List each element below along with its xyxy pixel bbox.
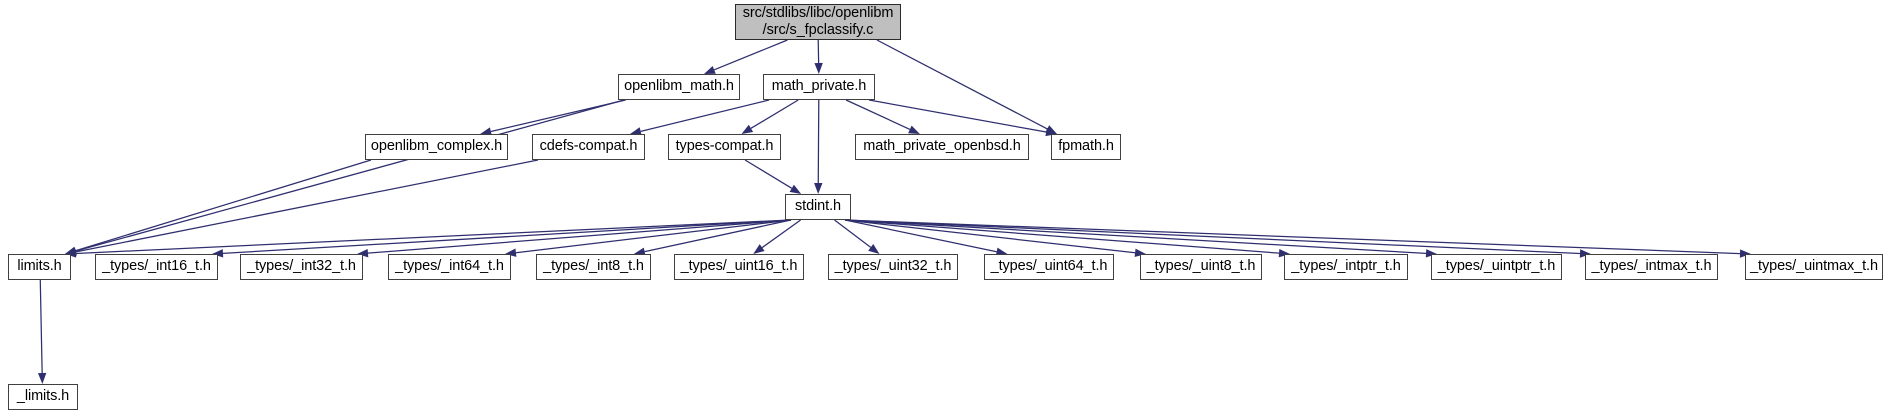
- edge-openlibm_math-to-limits: [65, 99, 625, 256]
- edge-stdint-to-uintptr: [844, 219, 1437, 258]
- graph-node-uint32[interactable]: _types/_uint32_t.h: [828, 254, 958, 280]
- edge-openlibm_math-to-openlibm_complex: [480, 99, 626, 136]
- edge-stdint-to-int16: [212, 219, 792, 258]
- edge-stdint-to-int8: [633, 219, 792, 256]
- edge-stdint-to-uint16: [753, 219, 801, 254]
- edge-stdint-to-limits: [65, 219, 792, 258]
- graph-node-limits[interactable]: limits.h: [8, 254, 71, 280]
- graph-node-fpmath[interactable]: fpmath.h: [1051, 134, 1121, 160]
- graph-node-uint8[interactable]: _types/_uint8_t.h: [1140, 254, 1262, 280]
- graph-node-root: src/stdlibs/libc/openlibm /src/s_fpclass…: [735, 4, 901, 40]
- graph-node-math_private_openbsd[interactable]: math_private_openbsd.h: [855, 134, 1029, 160]
- edge-root-to-openlibm_math: [704, 39, 788, 74]
- edge-stdint-to-uint32: [834, 219, 880, 254]
- graph-node-uint16[interactable]: _types/_uint16_t.h: [674, 254, 804, 280]
- edge-math_private-to-cdefs_compat: [629, 99, 770, 136]
- edge-root-to-fpmath: [876, 39, 1057, 134]
- graph-node-int8[interactable]: _types/_int8_t.h: [536, 254, 651, 280]
- graph-node-stdint[interactable]: stdint.h: [785, 194, 851, 220]
- edge-math_private-to-types_compat: [741, 99, 799, 134]
- graph-node-uintptr[interactable]: _types/_uintptr_t.h: [1431, 254, 1562, 280]
- edge-stdint-to-uint64: [844, 219, 1008, 256]
- edge-stdint-to-uintmax: [844, 219, 1751, 258]
- edge-types_compat-to-stdint: [744, 159, 802, 194]
- graph-node-int64[interactable]: _types/_int64_t.h: [388, 254, 511, 280]
- edge-limits-to-_limits: [37, 279, 47, 384]
- graph-node-int16[interactable]: _types/_int16_t.h: [95, 254, 218, 280]
- graph-node-_limits[interactable]: _limits.h: [8, 384, 78, 410]
- edge-stdint-to-int64: [505, 219, 792, 257]
- edge-math_private-to-stdint: [814, 99, 823, 194]
- graph-node-math_private[interactable]: math_private.h: [763, 74, 875, 100]
- graph-node-intmax[interactable]: _types/_intmax_t.h: [1585, 254, 1718, 280]
- edge-stdint-to-int32: [357, 219, 792, 258]
- graph-node-uint64[interactable]: _types/_uint64_t.h: [984, 254, 1114, 280]
- graph-node-openlibm_complex[interactable]: openlibm_complex.h: [365, 134, 508, 160]
- graph-node-openlibm_math[interactable]: openlibm_math.h: [618, 74, 740, 100]
- edge-root-to-math_private: [814, 39, 823, 74]
- graph-node-intptr[interactable]: _types/_intptr_t.h: [1284, 254, 1408, 280]
- edge-stdint-to-intptr: [844, 219, 1290, 258]
- edge-stdint-to-intmax: [844, 219, 1591, 258]
- edge-math_private-to-fpmath: [868, 99, 1057, 137]
- edge-openlibm_complex-to-limits: [65, 159, 372, 255]
- graph-node-int32[interactable]: _types/_int32_t.h: [240, 254, 363, 280]
- edge-math_private-to-math_private_openbsd: [845, 99, 920, 134]
- graph-node-cdefs_compat[interactable]: cdefs-compat.h: [532, 134, 645, 160]
- graph-node-types_compat[interactable]: types-compat.h: [668, 134, 781, 160]
- graph-node-uintmax[interactable]: _types/_uintmax_t.h: [1745, 254, 1883, 280]
- edge-stdint-to-uint8: [844, 219, 1146, 257]
- edge-cdefs_compat-to-limits: [65, 159, 539, 256]
